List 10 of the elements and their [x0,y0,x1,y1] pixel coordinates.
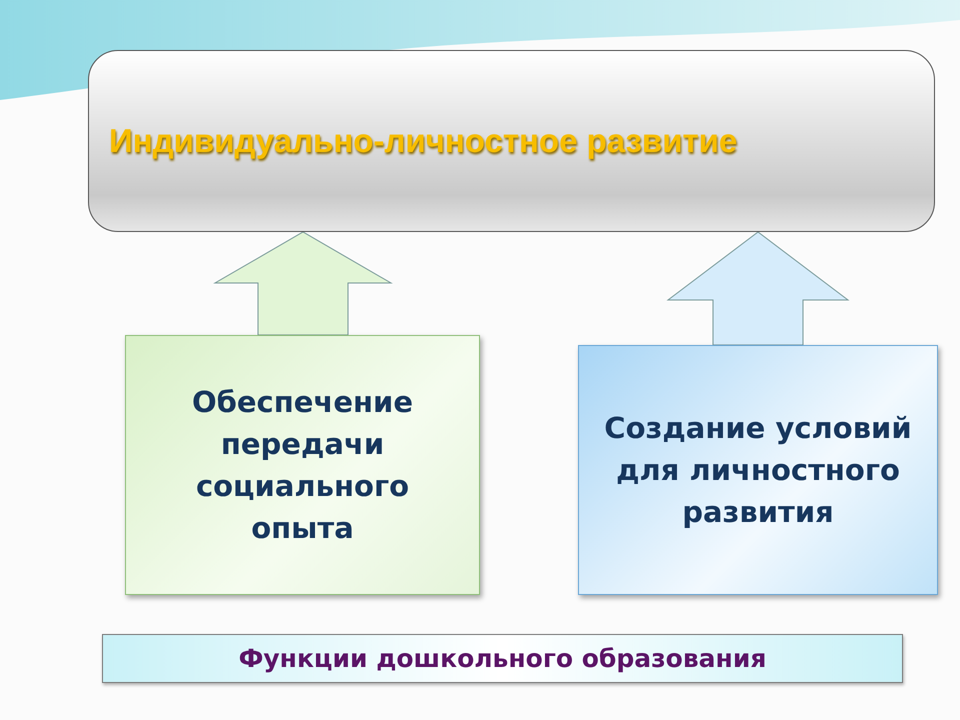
heading-text: Функции дошкольного образования [238,646,766,671]
block-arrow [213,231,393,336]
heading-band [102,634,903,683]
block-arrow [666,231,850,346]
box-text: Создание условий для личностного развития [603,410,913,532]
function-box [125,335,480,595]
title-box [88,50,935,232]
box-text: Обеспечение передачи социального опыта [190,384,414,548]
title-text: Индивидуально-личностное развитие [109,121,738,162]
function-box [578,345,938,595]
